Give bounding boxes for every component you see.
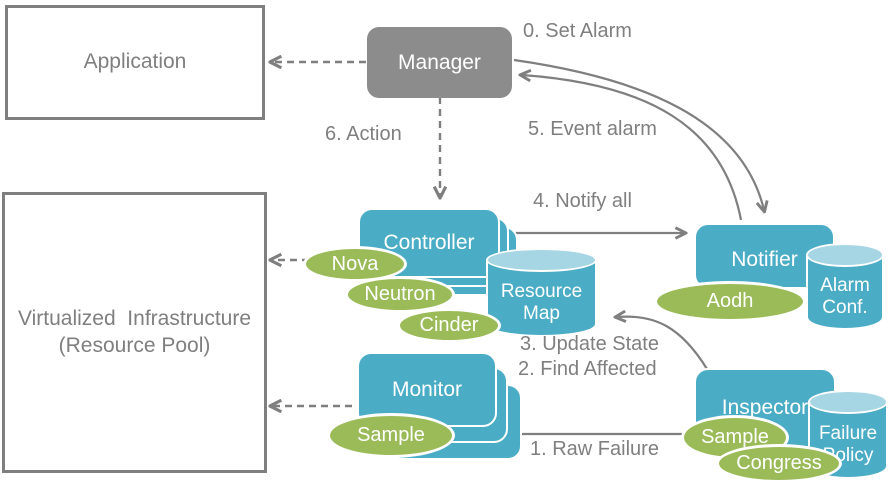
failure-policy-top xyxy=(808,390,888,414)
neutron-ellipse: Neutron xyxy=(345,276,455,313)
virtualized-infrastructure-line1: Virtualized Infrastructure xyxy=(17,307,252,331)
alarm-conf-label: Alarm Conf. xyxy=(806,265,884,328)
aodh-ellipse: Aodh xyxy=(654,281,806,322)
cinder-label: Cinder xyxy=(419,314,479,336)
congress-label: Congress xyxy=(736,452,822,474)
resource-map-body xyxy=(486,259,597,337)
manager-label: Manager xyxy=(398,50,481,74)
alarm-conf-datastore: Alarm Conf. xyxy=(806,243,884,330)
arrow-event-alarm xyxy=(522,75,743,221)
step-raw-failure-label: 1. Raw Failure xyxy=(530,438,659,460)
application-box: Application xyxy=(5,5,265,120)
alarm-conf-line2: Conf. xyxy=(822,296,868,318)
cinder-ellipse: Cinder xyxy=(397,308,501,343)
step-notify-all-label: 4. Notify all xyxy=(533,190,632,212)
step-event-alarm-label: 5. Event alarm xyxy=(528,118,657,140)
aodh-label: Aodh xyxy=(706,290,754,312)
monitor-sample-label: Sample xyxy=(357,424,425,446)
virtualized-infrastructure-box: Virtualized Infrastructure (Resource Poo… xyxy=(2,192,267,473)
manager-node: Manager xyxy=(367,27,512,98)
resource-map-line2: Map xyxy=(523,302,560,324)
arrow-set-alarm xyxy=(513,58,764,210)
failure-policy-body xyxy=(808,401,888,479)
alarm-conf-top xyxy=(806,243,884,267)
resource-map-datastore: Resource Map xyxy=(486,248,597,337)
step-set-alarm-label: 0. Set Alarm xyxy=(523,20,632,42)
virtualized-infrastructure-line2: (Resource Pool) xyxy=(58,333,211,357)
failure-policy-line1: Failure xyxy=(818,422,878,444)
controller-node: Controller xyxy=(358,208,500,278)
step-action-label: 6. Action xyxy=(325,123,402,145)
neutron-label: Neutron xyxy=(364,283,436,305)
arrow-inspector-to-resource-map xyxy=(617,317,708,370)
monitor-node: Monitor xyxy=(357,352,497,427)
virtualized-infrastructure-label: Virtualized Infrastructure (Resource Poo… xyxy=(18,306,251,359)
step-find-affected-label: 2. Find Affected xyxy=(518,358,657,380)
inspector-label: Inspector xyxy=(721,396,809,419)
nova-label: Nova xyxy=(331,252,379,275)
resource-map-line1: Resource xyxy=(500,280,583,302)
resource-map-label: Resource Map xyxy=(486,270,597,335)
inspector-sample-label: Sample xyxy=(701,426,769,448)
monitor-sample-ellipse: Sample xyxy=(327,413,455,458)
resource-map-top xyxy=(486,248,597,272)
alarm-conf-line1: Alarm xyxy=(820,274,870,296)
controller-label: Controller xyxy=(383,231,475,254)
application-label: Application xyxy=(83,50,187,74)
monitor-label: Monitor xyxy=(391,377,463,401)
step-update-state-label: 3. Update State xyxy=(520,333,659,355)
congress-ellipse: Congress xyxy=(716,444,842,483)
notifier-label: Notifier xyxy=(731,248,798,271)
